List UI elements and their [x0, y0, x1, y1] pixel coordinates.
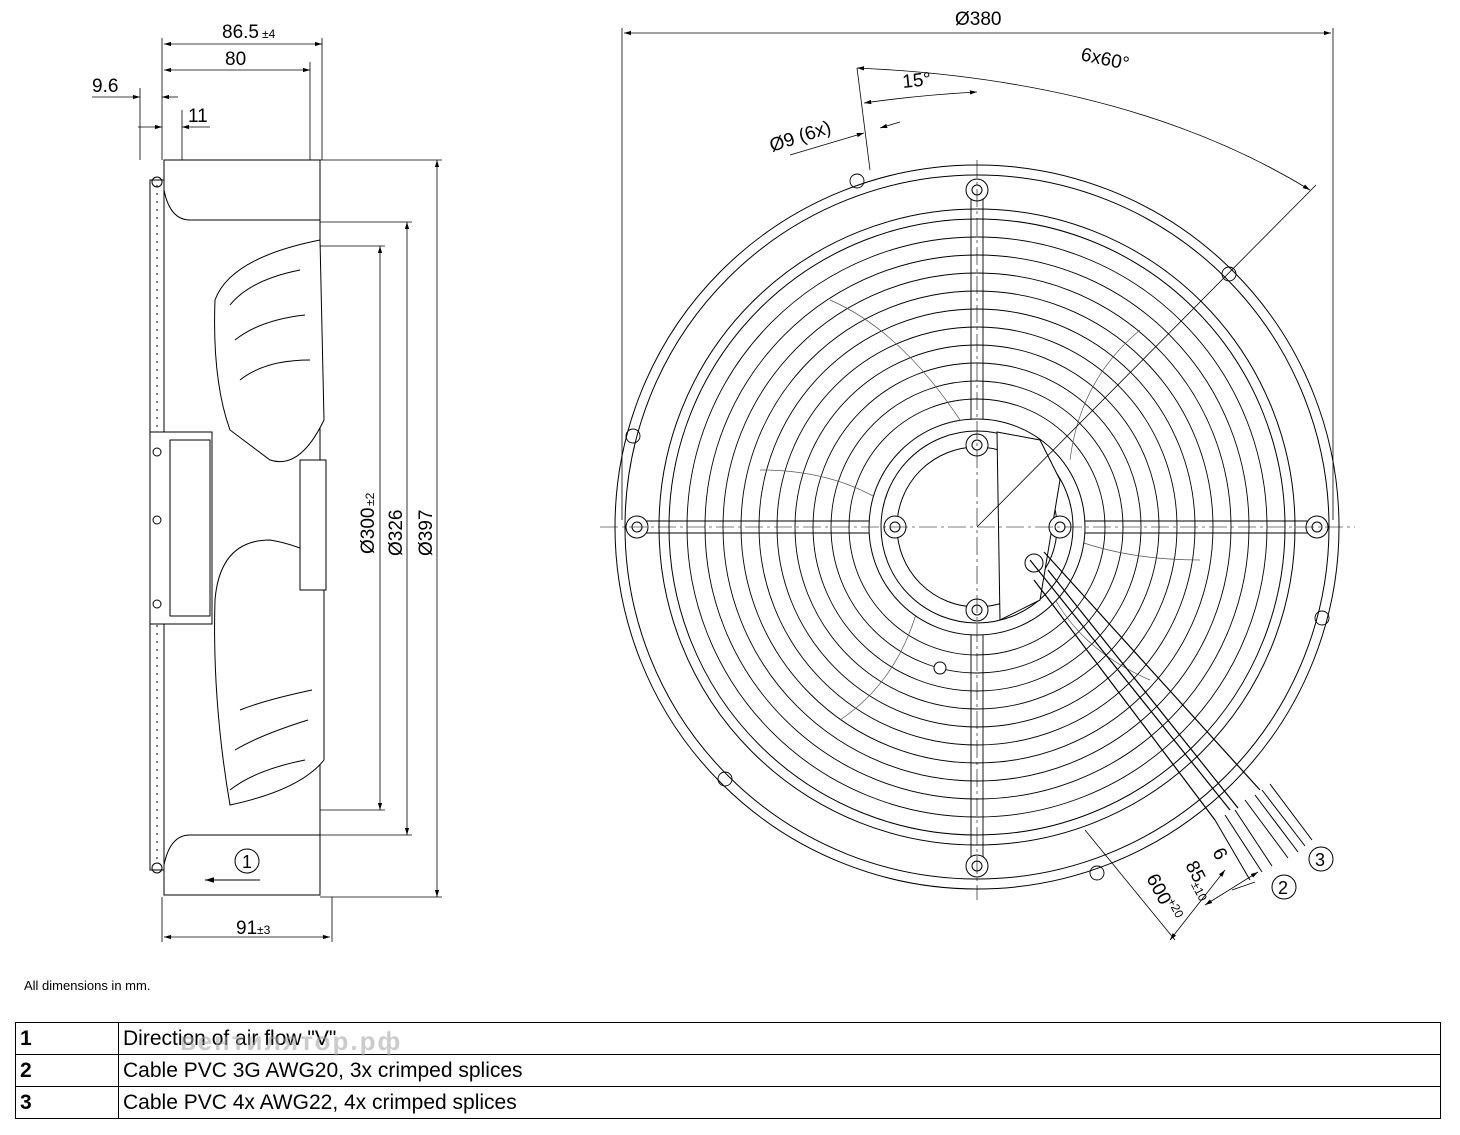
dim-dia-397: Ø397 — [416, 510, 437, 556]
dim-dia-300: Ø300 — [358, 508, 379, 554]
legend-table: 1 Direction of air flow "V" 2 Cable PVC … — [15, 1022, 1441, 1119]
side-view-labels: 86.5 ±4 80 9.6 11 91 ±3 Ø300 ±2 Ø326 Ø39… — [92, 22, 437, 939]
side-view — [149, 159, 327, 896]
dim-dia-380: Ø380 — [955, 9, 1001, 30]
legend-row: 2 Cable PVC 3G AWG20, 3x crimped splices — [15, 1054, 1441, 1087]
callout-2: 2 — [1278, 878, 1288, 898]
legend-row: 1 Direction of air flow "V" — [15, 1022, 1441, 1055]
dim-86-5-tol: ±4 — [262, 27, 276, 41]
dim-11: 11 — [188, 106, 208, 127]
callout-circle-1 — [234, 848, 260, 874]
dim-6x60: 6x60° — [1079, 44, 1131, 75]
legend-row: 3 Cable PVC 4x AWG22, 4x crimped splices — [15, 1086, 1441, 1119]
dim-86-5: 86.5 — [222, 22, 259, 43]
legend-text: Direction of air flow "V" — [118, 1022, 1441, 1055]
legend-number: 1 — [15, 1022, 119, 1055]
legend-text: Cable PVC 4x AWG22, 4x crimped splices — [118, 1086, 1441, 1119]
dim-91-tol: ±3 — [257, 923, 271, 937]
legend-number: 2 — [15, 1054, 119, 1087]
dim-80: 80 — [225, 49, 246, 70]
side-view-dimensions — [92, 38, 442, 942]
front-view-labels: Ø380 6x60° 15° Ø9 (6x) 600 +20 85 ±10 6 … — [767, 9, 1334, 921]
callout-circle-2 — [1271, 874, 1297, 900]
legend-number: 3 — [15, 1086, 119, 1119]
dim-dia-326: Ø326 — [386, 510, 407, 556]
dim-dia-300-tol: ±2 — [363, 492, 377, 506]
callout-circle-3 — [1308, 846, 1334, 872]
dim-600-tol: +20 — [1164, 896, 1186, 921]
units-note: All dimensions in mm. — [24, 978, 151, 993]
dim-hole-dia: Ø9 (6x) — [767, 117, 834, 157]
legend-text: Cable PVC 3G AWG20, 3x crimped splices — [118, 1054, 1441, 1087]
callout-3: 3 — [1315, 850, 1325, 870]
front-view-dimensions — [621, 28, 1334, 941]
dim-91: 91 — [236, 918, 257, 939]
callout-1: 1 — [242, 852, 252, 872]
dim-9-6: 9.6 — [92, 76, 118, 97]
dim-15-degrees: 15° — [901, 69, 932, 93]
technical-drawing: 86.5 ±4 80 9.6 11 91 ±3 Ø300 ±2 Ø326 Ø39… — [92, 9, 1355, 942]
dim-6: 6 — [1208, 844, 1232, 863]
